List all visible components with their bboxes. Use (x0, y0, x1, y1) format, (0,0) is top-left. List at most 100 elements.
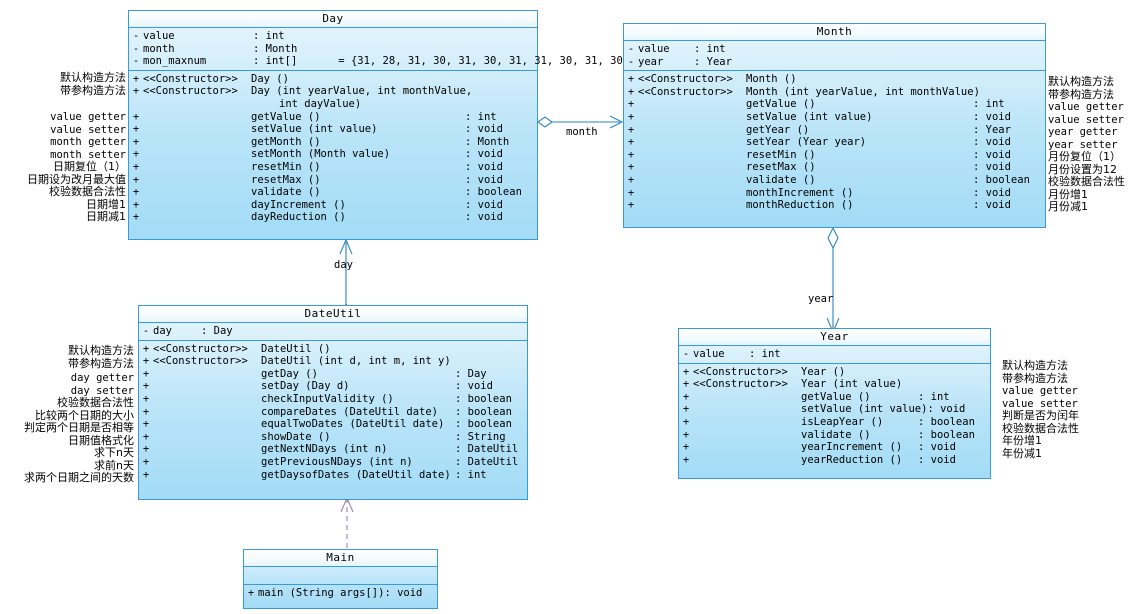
operation-return-type: : int (455, 468, 487, 481)
annotation-text: 默认构造方法 (1002, 359, 1068, 372)
annotation-text: value getter (1002, 385, 1078, 397)
operation-stereotype (153, 443, 261, 456)
operation-visibility: + (627, 161, 635, 174)
annotation-line: value getter (1002, 385, 1134, 398)
operation-row: +getValue (): int (679, 391, 990, 404)
operation-row: +resetMax (): void (129, 174, 537, 187)
class-box-dateutil[interactable]: DateUtil -day: Day +<<Constructor>>DateU… (138, 305, 528, 500)
operation-name: Month () (746, 73, 797, 86)
annotation-line: 带参构造方法 (1048, 87, 1137, 102)
operation-return-type (455, 343, 527, 356)
operation-visibility: + (142, 418, 150, 431)
attribute-separator: : (201, 325, 214, 337)
operation-return-type: : void (455, 380, 493, 393)
operation-return-type (973, 73, 1045, 86)
operation-name: resetMax () (251, 173, 321, 186)
annotation-text: 带参构造方法 (1002, 371, 1068, 385)
annotation-line: 判定两个日期是否相等 (0, 421, 134, 435)
class-box-year[interactable]: Year -value: int +<<Constructor>>Year ()… (678, 328, 991, 479)
class-box-main[interactable]: Main +main (String args[]): void (243, 549, 438, 609)
operation-row: +<<Constructor>>DateUtil (int d, int m, … (139, 355, 527, 368)
operation-name: setValue (int value) (251, 123, 378, 136)
operation-name: Day () (251, 72, 289, 85)
operation-name: getValue () (801, 390, 871, 403)
operation-stereotype (153, 368, 261, 381)
operation-return-type: : boolean (455, 392, 512, 405)
operation-row: +getDay (): Day (139, 368, 527, 381)
attributes-compartment-main (244, 567, 437, 585)
operation-stereotype (153, 431, 261, 444)
operation-visibility: + (627, 98, 635, 111)
attribute-row: -value: int (679, 348, 990, 361)
attribute-separator: : (749, 348, 762, 360)
operation-return-type: : boolean (455, 418, 512, 431)
annotation-line: 校验数据合法性 (0, 396, 134, 410)
operation-name: Month (int yearValue, int monthValue) (746, 85, 980, 98)
operation-visibility: + (627, 85, 635, 98)
operation-name: getValue () (251, 110, 321, 123)
operation-return-type (465, 73, 537, 86)
operation-row: +yearReduction (): void (679, 454, 990, 467)
attribute-row: -value: int (624, 43, 1045, 56)
operation-stereotype (693, 441, 801, 454)
operation-stereotype: <<Constructor>> (693, 378, 788, 391)
operation-return-type: : void (465, 173, 503, 186)
annotation-line: 带参构造方法 (1002, 371, 1134, 386)
attribute-visibility: - (132, 30, 140, 42)
operation-row: +showDate (): String (139, 431, 527, 444)
operation-return-type: : void (918, 441, 956, 454)
connector-year (826, 226, 840, 334)
attribute-visibility: - (627, 55, 635, 68)
operation-return-type: : void (927, 403, 966, 416)
annotation-line: year setter (1048, 139, 1137, 152)
operation-stereotype: <<Constructor>> (153, 355, 248, 368)
attribute-type: int (265, 30, 285, 42)
operation-return-type: : String (455, 430, 506, 443)
annotation-line: 判断是否为闰年 (1002, 409, 1134, 423)
operation-name: validate () (801, 428, 871, 441)
annotation-line: value getter (1048, 101, 1137, 114)
annotation-line: year getter (1048, 126, 1137, 139)
operation-row: +<<Constructor>>Month () (624, 73, 1045, 86)
operation-name: getValue () (746, 98, 816, 111)
operation-row: +setDay (Day d): void (139, 380, 527, 393)
operation-return-type (918, 366, 990, 379)
operation-visibility: + (142, 443, 150, 456)
annotation-text: 带参构造方法 (1048, 87, 1114, 101)
operation-name: dayIncrement () (251, 198, 346, 211)
attribute-type: int (706, 43, 726, 55)
operation-stereotype (143, 123, 251, 136)
operation-name: main (String args[]) (258, 587, 385, 599)
annotation-line: 校验数据合法性 (1002, 421, 1134, 436)
class-box-month[interactable]: Month -value: int-year: Year +<<Construc… (623, 23, 1046, 228)
annotation-text: 默认构造方法 (60, 71, 126, 84)
operation-name: Year () (801, 365, 846, 378)
operation-stereotype (143, 174, 251, 187)
operation-stereotype (638, 111, 746, 124)
operation-row: +getPreviousNDays (int n): DateUtil (139, 456, 527, 469)
annotation-line: value setter (0, 124, 126, 137)
operation-name: equalTwoDates (DateUtil date) (261, 418, 445, 431)
operation-return-type: : void (465, 123, 503, 136)
annotation-text: 校验数据合法性 (1002, 421, 1079, 435)
annotation-line: 求前n天 (0, 459, 134, 473)
operation-visibility: + (132, 198, 140, 211)
annotation-text: value getter (50, 111, 126, 123)
operation-name: getPreviousNDays (int n) (261, 455, 413, 468)
attribute-separator: : (253, 42, 266, 55)
class-box-day[interactable]: Day -value: int-month: Month-mon_maxnum:… (128, 10, 654, 240)
operation-return-type: : void (384, 587, 423, 599)
operation-return-type: : void (918, 453, 956, 466)
operation-visibility: + (682, 441, 690, 454)
annotation-line: 日期值格式化 (0, 434, 134, 448)
operations-compartment-dateutil: + <<Constructor>> DateUtil ()+<<Constructo… (139, 341, 527, 484)
operation-return-type: : boolean (918, 428, 975, 441)
operation-name: DateUtil () (261, 342, 331, 355)
operation-visibility: + (682, 453, 690, 466)
operation-return-type (918, 378, 990, 391)
annotation-text: 校验数据合法性 (49, 185, 126, 198)
operation-visibility: + (247, 587, 255, 599)
operation-return-type: : Month (465, 135, 510, 148)
operation-stereotype (153, 456, 261, 469)
operation-return-type: : void (973, 199, 1011, 212)
